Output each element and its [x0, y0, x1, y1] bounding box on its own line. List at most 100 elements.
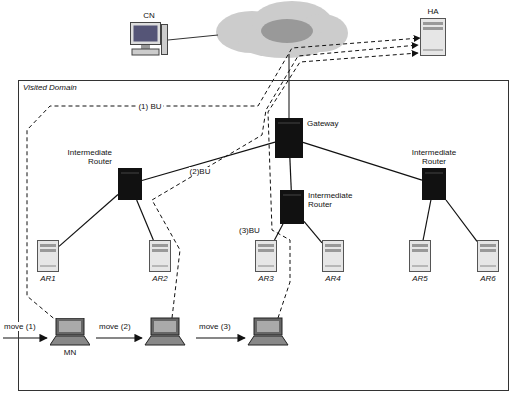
server-node: HA — [420, 18, 446, 56]
router-icon — [422, 168, 446, 200]
server-bay — [412, 249, 428, 252]
server-icon — [37, 240, 59, 272]
router-icon — [280, 190, 304, 224]
laptop-screen — [151, 318, 179, 335]
server-bay — [40, 244, 56, 247]
router-icon — [275, 118, 303, 158]
link-line — [290, 158, 291, 190]
router-body — [422, 168, 446, 200]
access-router: AR3 — [255, 240, 277, 272]
server-bay — [152, 249, 168, 252]
server-bay — [423, 22, 443, 25]
router-node: Intermediate Router — [280, 190, 304, 224]
server-icon — [409, 240, 431, 272]
link-line — [304, 221, 322, 243]
host-computer: CN — [130, 22, 168, 56]
server-bay — [423, 27, 443, 30]
node-label: Intermediate Router — [60, 148, 112, 166]
monitor-screen — [134, 26, 158, 42]
router-detail — [278, 123, 300, 124]
edge-label: (1) BU — [137, 102, 162, 111]
access-router: AR2 — [149, 240, 171, 272]
link-line — [137, 200, 154, 240]
node-label: Intermediate Router — [308, 191, 360, 209]
server-detail — [325, 266, 341, 267]
laptop-display — [59, 321, 81, 332]
server-bay — [258, 244, 274, 247]
node-label: CN — [143, 11, 155, 20]
binding-update-path — [152, 45, 418, 318]
server-bay — [258, 249, 274, 252]
node-label: AR2 — [152, 274, 168, 283]
router-node: Intermediate Router — [118, 168, 142, 200]
mobile-node: MN — [50, 318, 90, 346]
router-node: Intermediate Router — [422, 168, 446, 200]
server-case — [478, 241, 499, 272]
server-bay — [40, 249, 56, 252]
move-label: move (2) — [98, 322, 132, 331]
uplink-wire — [288, 54, 289, 118]
server-bay — [480, 249, 496, 252]
node-label: Visited Domain — [23, 83, 77, 92]
server-bay — [480, 244, 496, 247]
link-line — [142, 142, 275, 180]
access-router: AR1 — [37, 240, 59, 272]
laptop-icon — [50, 318, 90, 346]
tower-case — [162, 25, 168, 55]
link-line — [59, 195, 118, 247]
node-label: AR5 — [412, 274, 428, 283]
node-label: AR1 — [40, 274, 56, 283]
link-line — [303, 142, 422, 180]
server-detail — [40, 266, 56, 267]
access-router: AR4 — [322, 240, 344, 272]
link-line — [274, 224, 282, 240]
server-case — [323, 241, 344, 272]
server-case — [256, 241, 277, 272]
monitor-stand — [141, 45, 150, 49]
laptop-display — [257, 321, 279, 332]
move-label: move (3) — [198, 322, 232, 331]
server-bay — [325, 249, 341, 252]
domain-region: Visited DomainGatewayIntermediate Router… — [18, 80, 509, 391]
server-icon — [322, 240, 344, 272]
move-arrow — [196, 337, 245, 338]
laptop-screen — [56, 318, 84, 335]
router-icon — [118, 168, 142, 200]
server-detail — [412, 266, 428, 267]
node-label: HA — [427, 7, 438, 16]
laptop-screen — [254, 318, 282, 335]
server-case — [38, 241, 59, 272]
node-label: MN — [64, 348, 76, 357]
access-router: AR6 — [477, 240, 499, 272]
cloud-core — [261, 19, 313, 43]
keyboard — [132, 49, 159, 55]
access-wire — [168, 35, 218, 40]
link-line — [423, 200, 431, 240]
access-router: AR5 — [409, 240, 431, 272]
router-body — [118, 168, 142, 200]
link-line — [446, 200, 477, 241]
server-detail — [480, 266, 496, 267]
server-case — [410, 241, 431, 272]
router-detail — [283, 195, 301, 196]
move-arrow — [3, 337, 47, 338]
router-detail — [121, 173, 139, 174]
server-case — [421, 19, 446, 56]
move-arrow — [96, 337, 142, 338]
server-icon — [255, 240, 277, 272]
laptop-base — [145, 336, 185, 345]
move-label: move (1) — [3, 322, 37, 331]
server-icon — [477, 240, 499, 272]
binding-update-path — [268, 53, 418, 318]
internet-cloud — [216, 1, 348, 58]
server-detail — [423, 50, 443, 51]
server-bay — [325, 244, 341, 247]
server-bay — [412, 244, 428, 247]
update-label: (3)BU — [238, 226, 261, 235]
server-icon — [420, 18, 446, 56]
computer-icon — [130, 22, 168, 56]
laptop-base — [50, 336, 90, 345]
router-body — [280, 190, 304, 224]
router-detail — [425, 173, 443, 174]
